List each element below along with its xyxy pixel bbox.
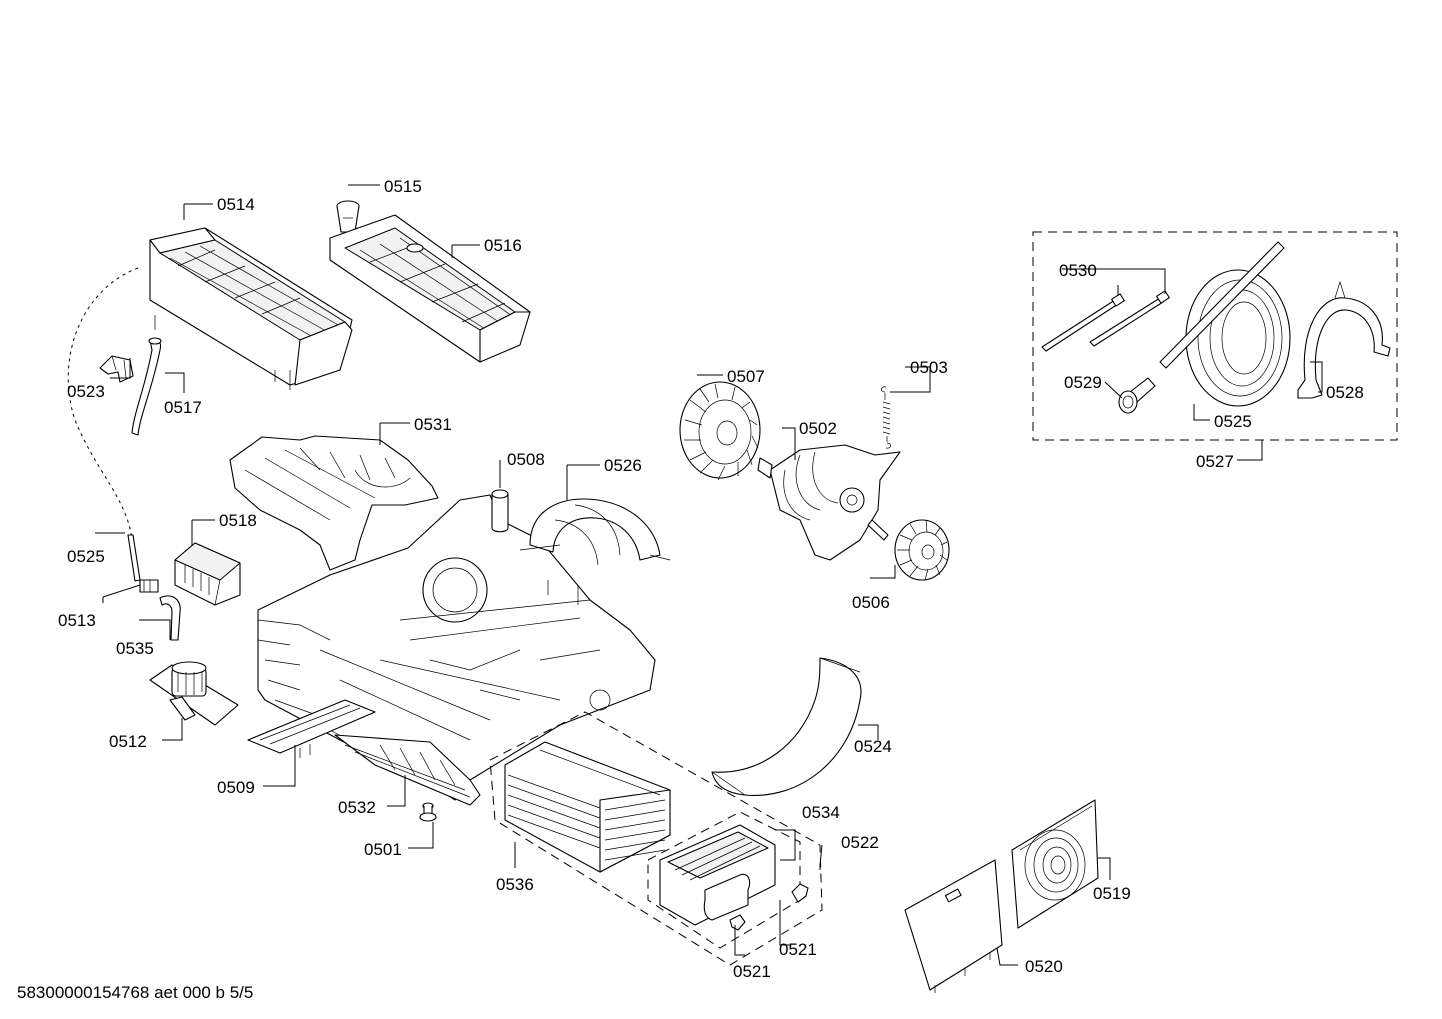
part-0521-clip-right	[791, 883, 809, 903]
part-0514-drawing	[149, 227, 353, 390]
label-0516: 0516	[484, 236, 522, 255]
label-0523: 0523	[67, 382, 105, 401]
label-0525-right: 0525	[1214, 412, 1252, 431]
part-0507-drawing	[679, 381, 761, 481]
label-0517: 0517	[164, 398, 202, 417]
label-0535: 0535	[116, 639, 154, 658]
label-0506: 0506	[852, 593, 890, 612]
part-0520-drawing	[904, 859, 1003, 993]
label-0521-left: 0521	[733, 962, 771, 981]
part-0531-drawing	[229, 435, 439, 571]
part-0535-drawing	[159, 595, 181, 641]
label-0525-left: 0525	[67, 547, 105, 566]
part-0515-drawing	[336, 200, 360, 233]
label-0518: 0518	[219, 511, 257, 530]
part-0534-drawing	[659, 824, 776, 926]
part-0530-drawing	[1041, 290, 1170, 352]
part-0509-drawing	[247, 699, 376, 758]
label-0521-right: 0521	[779, 940, 817, 959]
part-0532-drawing	[334, 734, 481, 806]
label-0515: 0515	[384, 177, 422, 196]
part-0526-drawing	[519, 498, 671, 605]
label-0503: 0503	[910, 358, 948, 377]
part-0517-drawing	[131, 337, 162, 436]
label-0522: 0522	[841, 833, 879, 852]
label-0534: 0534	[802, 803, 840, 822]
label-0530: 0530	[1059, 261, 1097, 280]
part-0525-right-drawing	[1159, 241, 1291, 407]
label-0502: 0502	[799, 419, 837, 438]
part-0512-drawing	[149, 661, 239, 726]
label-0526: 0526	[604, 456, 642, 475]
label-0519: 0519	[1093, 884, 1131, 903]
part-0523-drawing	[99, 355, 134, 383]
part-0536-drawing	[504, 741, 671, 873]
label-0536: 0536	[496, 875, 534, 894]
part-group-0527-box	[1032, 231, 1398, 441]
part-group-0522-outline	[489, 711, 823, 966]
label-0514: 0514	[217, 195, 255, 214]
part-0518-drawing	[174, 542, 241, 606]
label-0520: 0520	[1025, 957, 1063, 976]
part-0524-drawing	[711, 657, 862, 796]
part-0502-drawing	[757, 444, 901, 561]
label-0528: 0528	[1326, 383, 1364, 402]
part-0519-drawing	[1011, 799, 1099, 929]
label-0531: 0531	[414, 415, 452, 434]
label-0527: 0527	[1196, 452, 1234, 471]
label-0513: 0513	[58, 611, 96, 630]
main-base-housing-drawing	[257, 494, 656, 801]
leader-lines	[95, 184, 1323, 966]
label-0532: 0532	[338, 798, 376, 817]
part-labels: 0514 0515 0516 0523 0517 0531 0518 0525 …	[58, 177, 1364, 981]
part-0508-drawing	[491, 489, 509, 533]
part-0506-drawing	[894, 519, 950, 581]
part-0529-drawing	[1118, 377, 1156, 414]
part-0503-drawing	[881, 386, 891, 449]
label-0509: 0509	[217, 778, 255, 797]
wire-path	[67, 267, 139, 541]
label-0508: 0508	[507, 450, 545, 469]
part-0501-drawing	[419, 802, 437, 822]
label-0507: 0507	[727, 367, 765, 386]
label-0529: 0529	[1064, 373, 1102, 392]
part-0516-drawing	[329, 214, 531, 363]
part-0521-clip-left	[729, 914, 746, 931]
part-0528-drawing	[1297, 280, 1391, 399]
part-0525-left-drawing	[127, 534, 141, 582]
label-0524: 0524	[854, 737, 892, 756]
label-0512: 0512	[109, 732, 147, 751]
part-0513-drawing	[139, 579, 159, 593]
document-footer-code: 58300000154768 aet 000 b 5/5	[17, 983, 253, 1002]
label-0501: 0501	[364, 840, 402, 859]
